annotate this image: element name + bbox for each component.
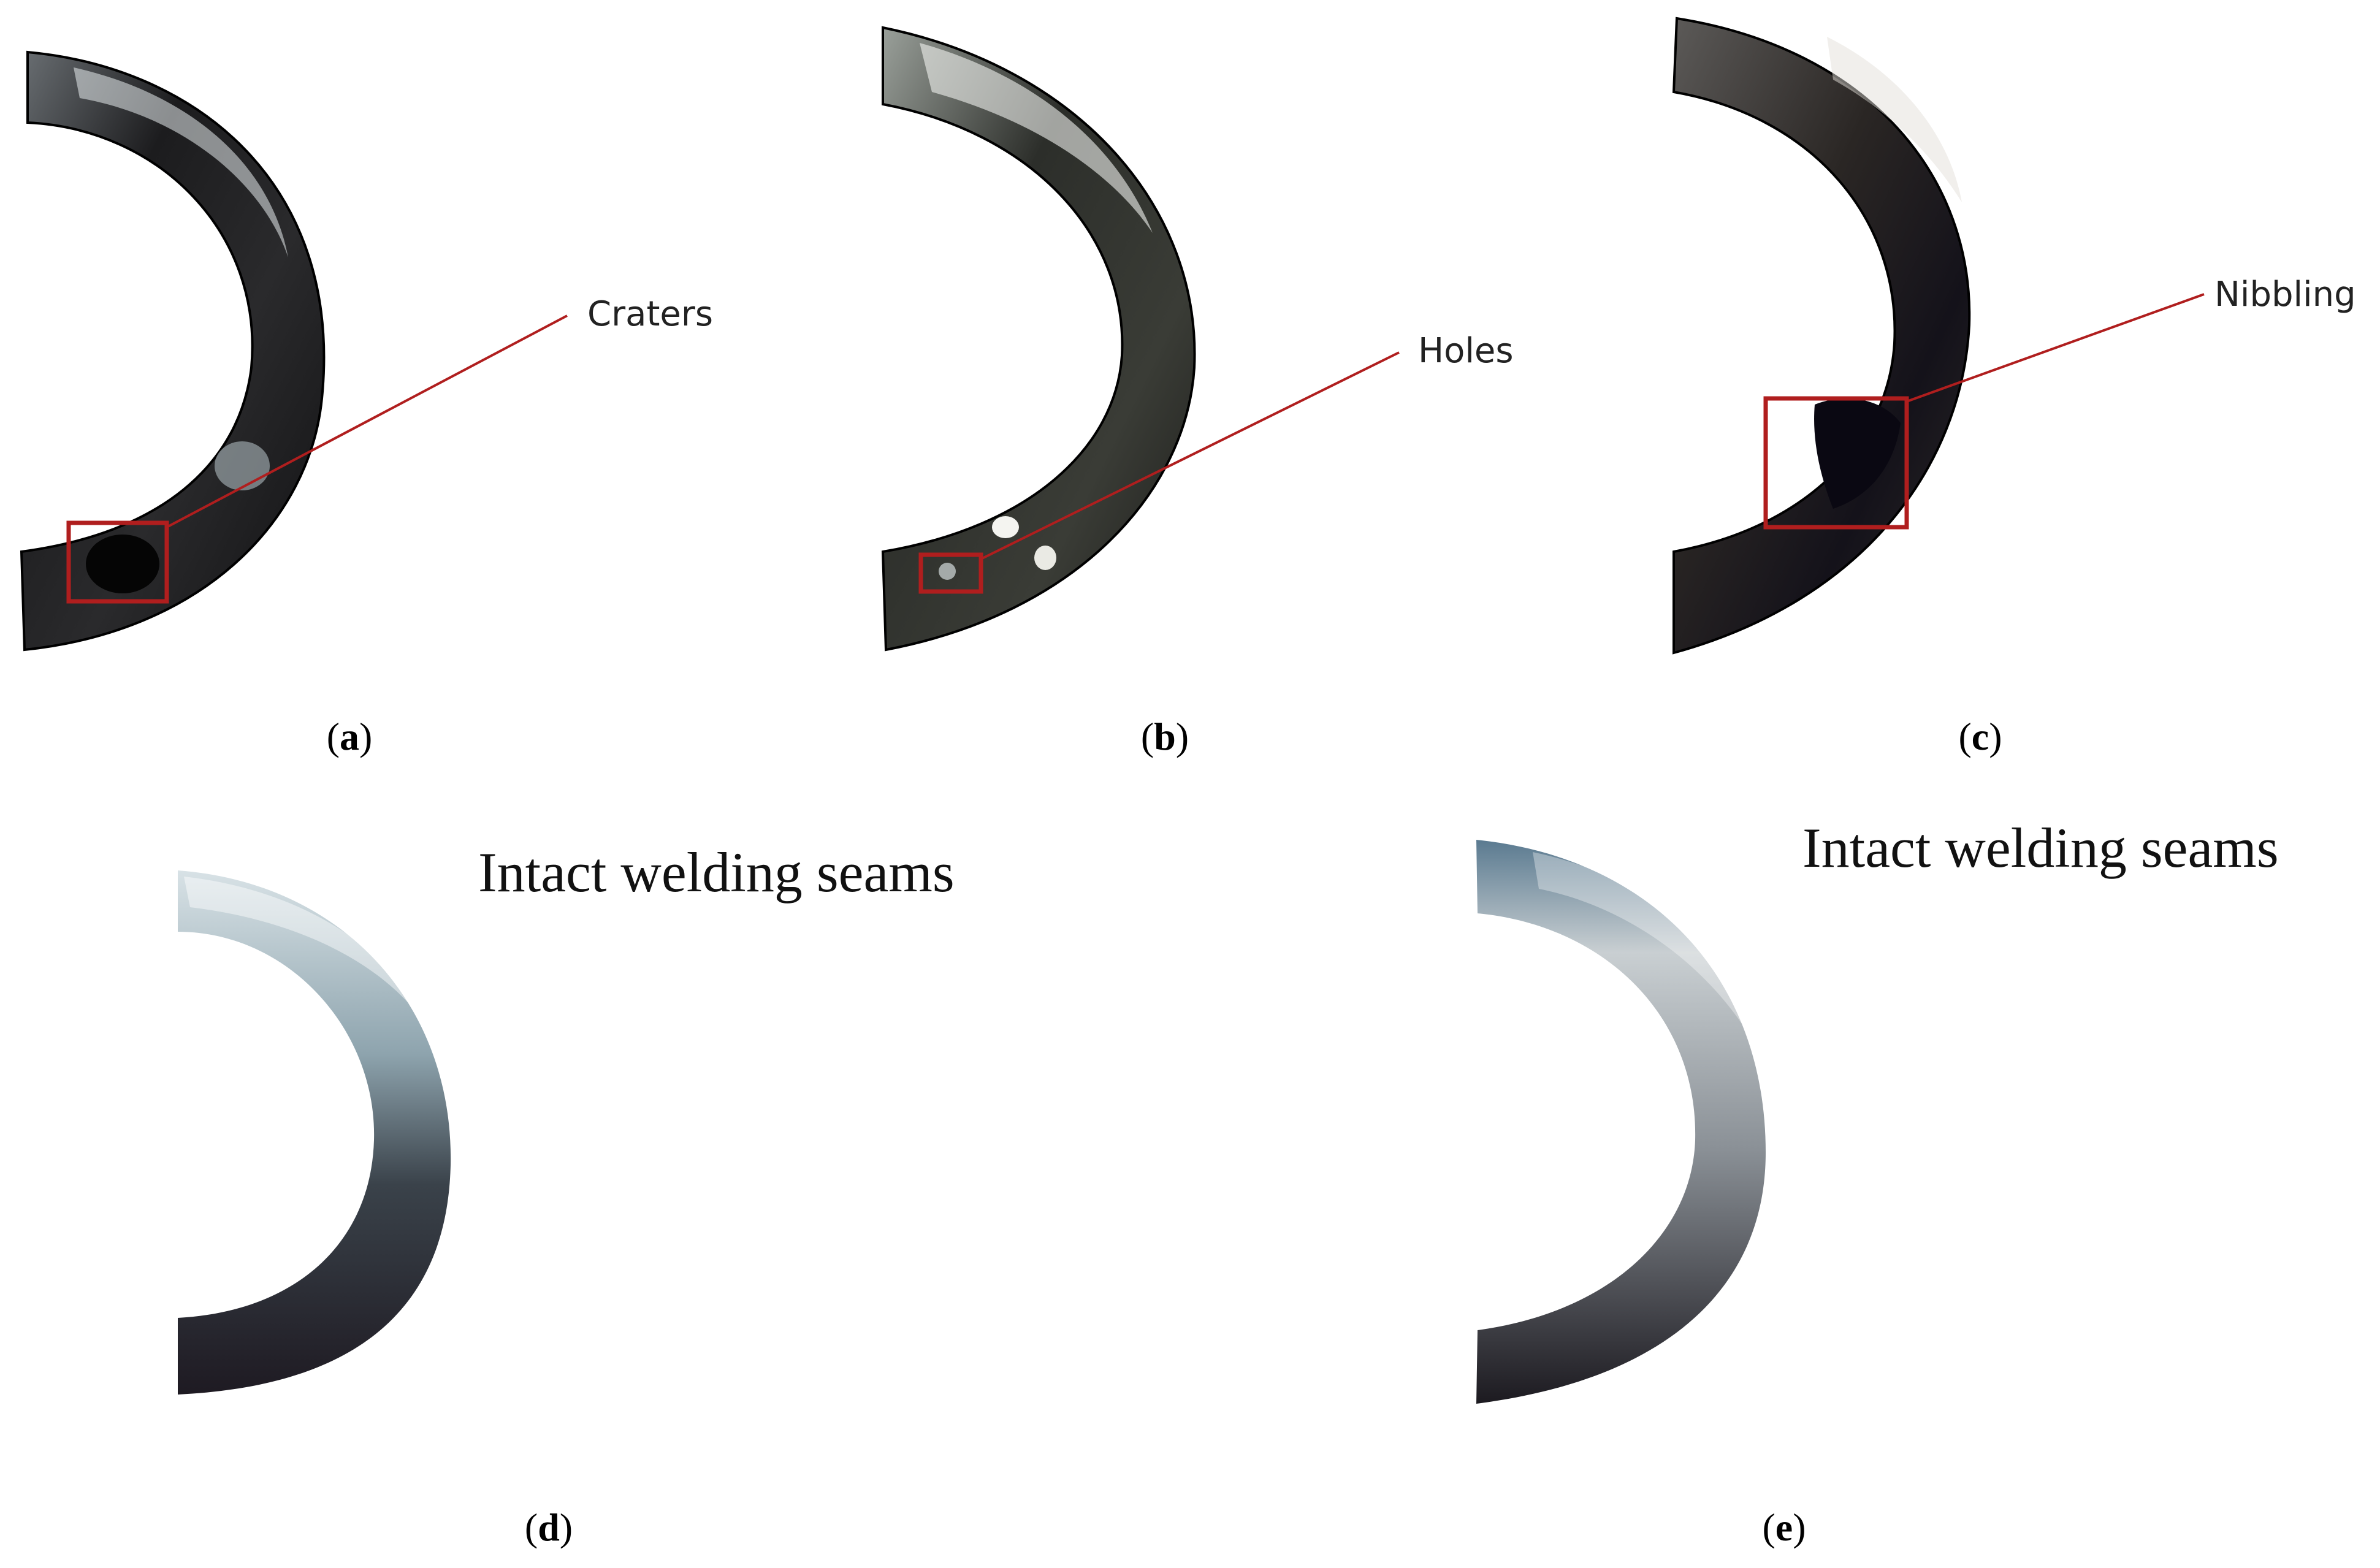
panel-b-photo bbox=[881, 26, 1400, 652]
panel-c-weld-ring bbox=[1672, 17, 1971, 655]
panel-e-label: Intact welding seams bbox=[1802, 816, 2279, 879]
caption-a: (a) bbox=[326, 715, 373, 758]
panel-b-bright-spot-2 bbox=[1034, 546, 1056, 570]
panel-a-highlight bbox=[74, 67, 288, 257]
caption-d-letter: d bbox=[538, 1505, 560, 1549]
panel-d-weld-ring bbox=[178, 870, 451, 1395]
panel-a-crater bbox=[86, 535, 159, 593]
panel-e-weld-ring bbox=[1476, 840, 1766, 1404]
panel-a-callout-box bbox=[66, 520, 169, 604]
panel-d-highlight bbox=[184, 877, 429, 1030]
panel-b-highlight bbox=[920, 43, 1153, 233]
caption-e: (e) bbox=[1762, 1505, 1806, 1549]
caption-c: (c) bbox=[1958, 715, 2002, 758]
panel-b-callout-box bbox=[918, 552, 983, 594]
panel-e-photo bbox=[1476, 840, 1766, 1404]
panel-b-hole bbox=[939, 563, 956, 580]
panel-a-photo bbox=[20, 50, 568, 652]
caption-b-letter: b bbox=[1154, 715, 1176, 758]
caption-b: (b) bbox=[1140, 715, 1189, 758]
panel-a-crater-spot bbox=[215, 441, 270, 490]
panel-b-callout-line bbox=[980, 351, 1400, 560]
caption-c-letter: c bbox=[1971, 715, 1989, 758]
panel-b-bright-spot bbox=[992, 516, 1019, 538]
callout-holes-label: Holes bbox=[1418, 331, 1514, 371]
panel-c-nibbling-area bbox=[1814, 398, 1901, 509]
callout-craters-label: Craters bbox=[587, 294, 714, 334]
caption-a-letter: a bbox=[340, 715, 359, 758]
panel-c-callout-box bbox=[1763, 396, 1909, 530]
panel-a-weld-ring bbox=[20, 50, 326, 652]
panel-c-callout-line bbox=[1906, 293, 2205, 403]
panel-d-label: Intact welding seams bbox=[478, 841, 955, 904]
panel-d-photo bbox=[178, 870, 451, 1395]
panel-e-highlight bbox=[1533, 852, 1753, 1042]
caption-d: (d) bbox=[524, 1505, 573, 1549]
panel-a-callout-line bbox=[166, 314, 568, 528]
panel-c-photo bbox=[1672, 17, 2205, 655]
caption-e-letter: e bbox=[1775, 1505, 1793, 1549]
callout-nibbling-label: Nibbling bbox=[2214, 275, 2356, 314]
panel-c-highlight bbox=[1827, 37, 1962, 202]
